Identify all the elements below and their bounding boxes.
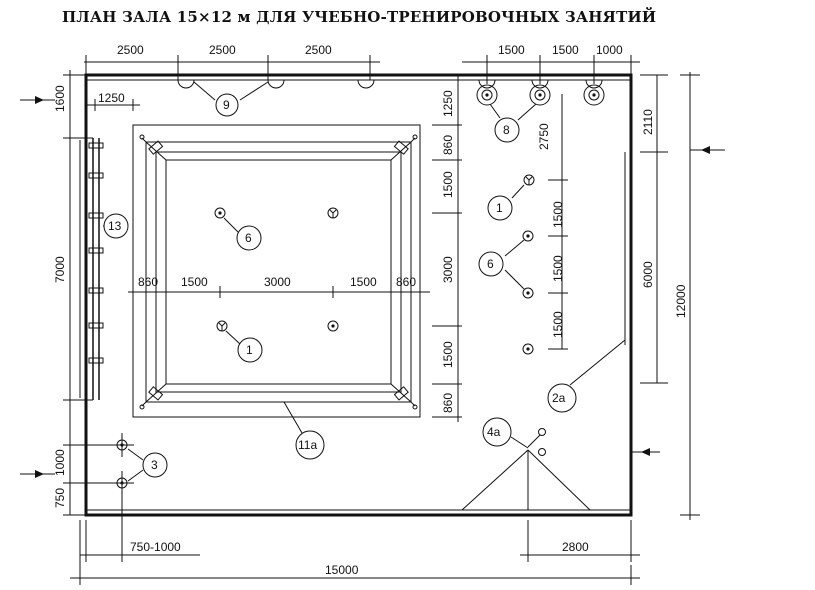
callout-8-label: 8 <box>503 123 510 137</box>
callout-13-label: 13 <box>108 219 122 233</box>
dim-ring-3000: 3000 <box>264 275 291 289</box>
wall-mounted-units <box>476 79 605 121</box>
boxing-ring <box>132 124 421 418</box>
dim-top-4: 1500 <box>498 43 525 57</box>
right-equipment <box>504 94 568 355</box>
dim-rv-860-top: 860 <box>441 135 455 155</box>
dim-right-1500-c: 1500 <box>551 311 565 338</box>
callout-3-label: 3 <box>151 458 158 472</box>
wall-bars <box>88 138 110 400</box>
dim-top-3: 2500 <box>305 43 332 57</box>
dim-ring-1500-left: 1500 <box>181 275 208 289</box>
callout-3: 3 <box>142 452 168 478</box>
dim-rv-3000: 3000 <box>441 256 455 283</box>
callout-1-right-label: 1 <box>496 201 503 215</box>
dim-top-5: 1500 <box>552 43 579 57</box>
dim-rv-860-bottom: 860 <box>441 393 455 413</box>
dim-top-2: 2500 <box>209 43 236 57</box>
callout-13: 13 <box>103 213 129 239</box>
callout-8: 8 <box>494 117 520 143</box>
dim-top-1: 2500 <box>117 43 144 57</box>
dim-rv-1500-bottom: 1500 <box>441 341 455 368</box>
dim-ring-860-left: 860 <box>138 275 158 289</box>
wall-lamps <box>177 79 375 101</box>
callout-4a-label: 4а <box>487 425 501 439</box>
callout-9: 9 <box>215 93 239 117</box>
callout-1-right: 1 <box>487 195 513 221</box>
callout-9-label: 9 <box>223 98 230 112</box>
dim-left-7000: 7000 <box>53 256 67 283</box>
dim-right-6000: 6000 <box>641 261 655 288</box>
dim-right-12000: 12000 <box>674 284 688 318</box>
callout-6-right-label: 6 <box>487 257 494 271</box>
callout-11a-label: 11а <box>298 438 317 452</box>
dim-offset-1250: 1250 <box>98 91 125 105</box>
item-3-points <box>63 433 144 495</box>
dim-ring-1500-right: 1500 <box>350 275 377 289</box>
callout-4a: 4а <box>482 417 512 447</box>
ring-equipment <box>214 207 339 345</box>
dim-bottom-15000: 15000 <box>325 563 359 577</box>
dim-rv-1250: 1250 <box>441 90 455 117</box>
callout-2a-label: 2а <box>552 391 566 405</box>
callout-6-right: 6 <box>478 251 504 277</box>
dim-right-1500-b: 1500 <box>551 255 565 282</box>
item-2a-line <box>569 152 626 386</box>
callout-2a: 2а <box>547 383 577 413</box>
dim-right-2110: 2110 <box>641 109 655 135</box>
callout-1-ring: 1 <box>237 337 263 363</box>
callout-1-ring-label: 1 <box>246 343 253 357</box>
dim-rv-1500-top: 1500 <box>441 171 455 198</box>
dim-top-6: 1000 <box>596 43 623 57</box>
dim-bottom-2800: 2800 <box>562 540 589 554</box>
dim-bottom-750-1000: 750-1000 <box>130 540 181 554</box>
callout-11a: 11а <box>295 430 325 460</box>
dimension-lines <box>20 55 725 585</box>
dim-left-1000: 1000 <box>53 449 67 476</box>
callout-6-ring: 6 <box>236 225 262 251</box>
ring-span-dimension-line <box>128 286 430 298</box>
dim-ring-860-right: 860 <box>396 275 416 289</box>
item-4a-apparatus <box>461 428 591 511</box>
plan-title: ПЛАН ЗАЛА 15×12 м ДЛЯ УЧЕБНО-ТРЕНИРОВОЧН… <box>62 8 657 26</box>
dim-right-2750: 2750 <box>537 123 551 150</box>
dim-left-1600: 1600 <box>53 85 67 112</box>
dim-right-1500-a: 1500 <box>551 201 565 228</box>
dim-left-750: 750 <box>53 488 67 508</box>
callout-6-ring-label: 6 <box>245 231 252 245</box>
